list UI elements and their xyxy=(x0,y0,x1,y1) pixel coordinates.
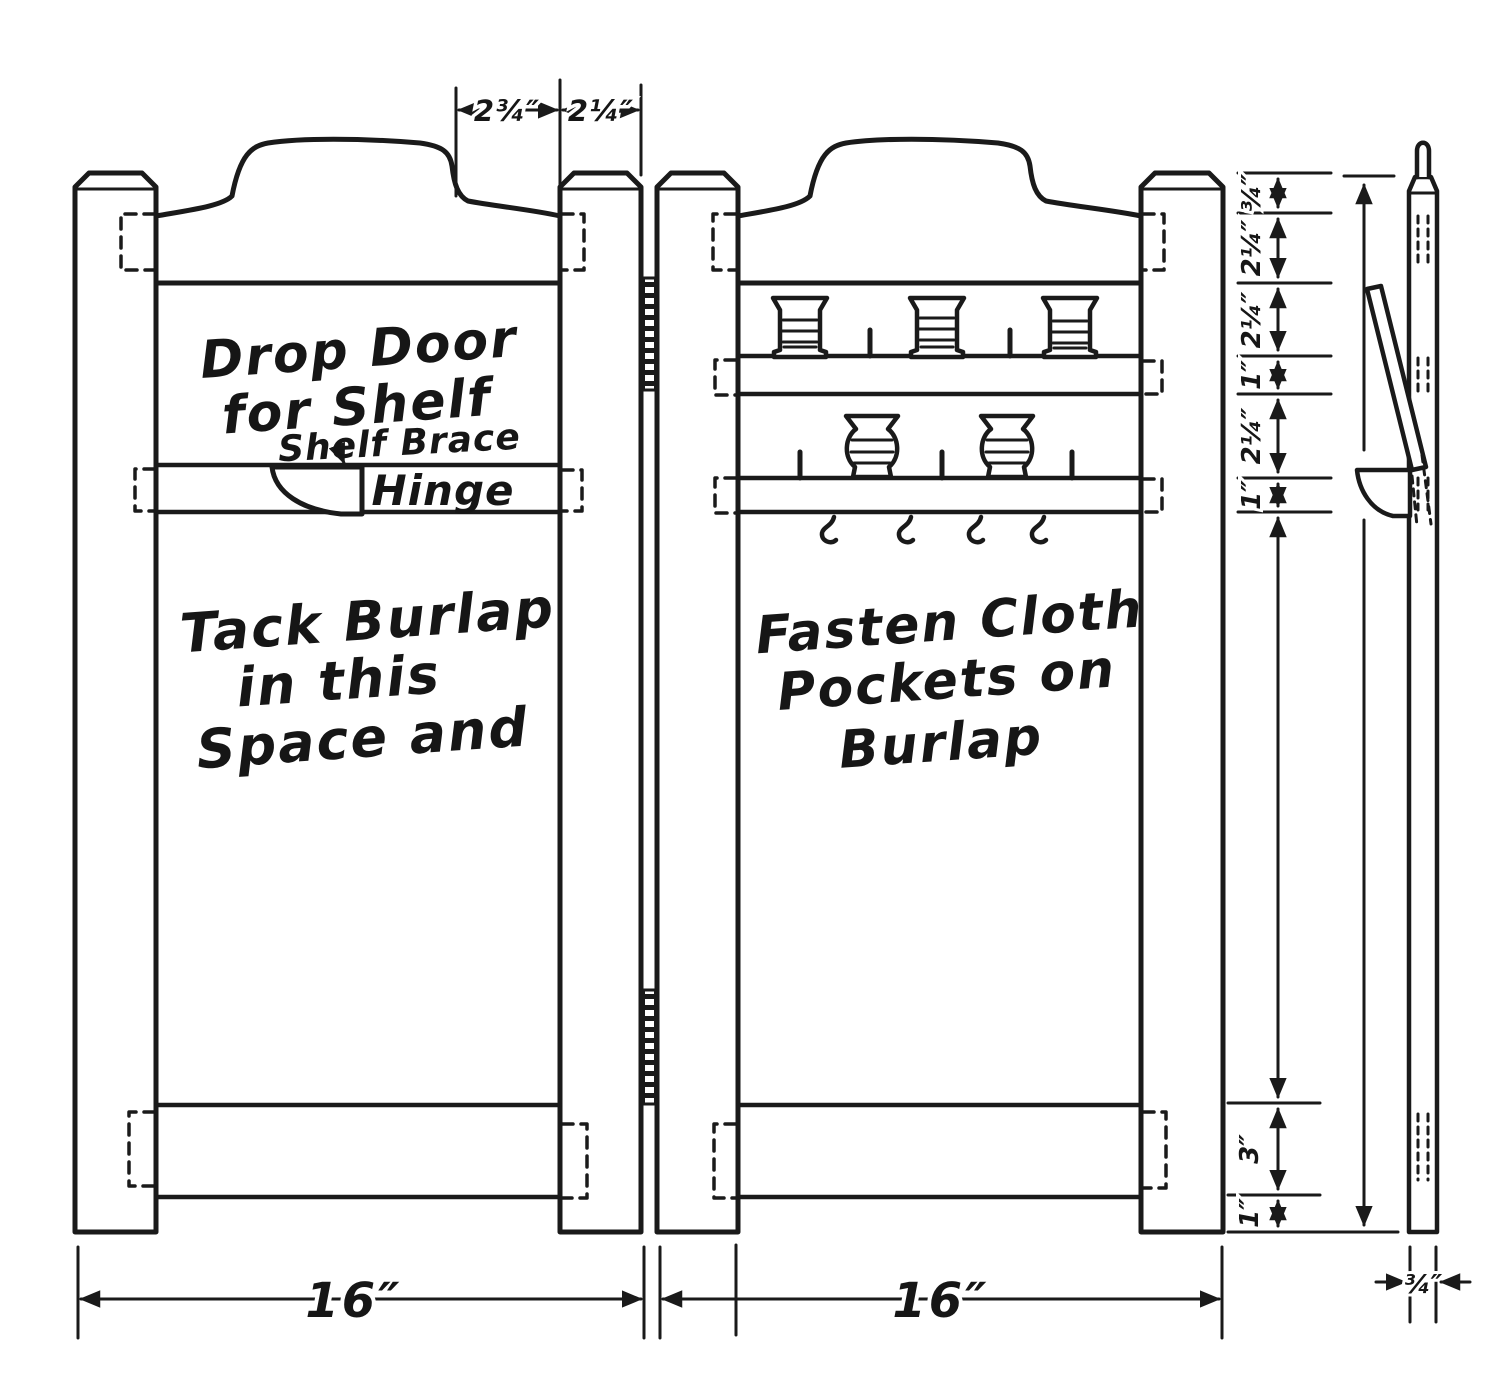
mortise-mark xyxy=(560,1122,589,1200)
mortise-mark xyxy=(119,212,157,272)
stack-dim-label: ¾″ xyxy=(1237,173,1267,212)
yarn-lines xyxy=(984,438,1030,465)
right-panel-left-stile xyxy=(654,170,741,1235)
stack-dim-label: 1″ xyxy=(1237,480,1267,510)
thread-spools xyxy=(770,295,1100,360)
mortise-mark xyxy=(560,212,586,272)
stack-dim-label: 1″ xyxy=(1237,360,1267,390)
hinge-label: Hinge xyxy=(372,466,515,515)
shelf-brace-pointer-arrow xyxy=(328,441,346,465)
thickness-dim-label: ¾″ xyxy=(1404,1270,1443,1300)
spool-thread-lines xyxy=(1050,319,1090,350)
bottom-stack-dim-label: 1″ xyxy=(1235,1198,1265,1228)
stack-dim-label: 2¼″ xyxy=(1237,219,1267,276)
burlap-label-line2: in this xyxy=(234,642,443,719)
yarn-spools xyxy=(797,413,1075,481)
left-panel-top-rail-handle xyxy=(153,136,563,286)
yarn-spool-icon xyxy=(843,413,901,480)
hinge-gap xyxy=(642,276,657,1106)
mortise-mark xyxy=(712,1122,738,1200)
hook-icon xyxy=(896,514,916,545)
yarn-spool-icon xyxy=(978,413,1036,480)
left-panel-left-stile xyxy=(72,170,159,1235)
bottom-stack-dim-label: 3″ xyxy=(1235,1134,1265,1164)
cup-hooks xyxy=(819,514,1049,545)
stack-dim-label: 2¼″ xyxy=(1237,291,1267,348)
mortise-mark xyxy=(1141,359,1164,396)
right-width-dim: 16″ xyxy=(892,1273,989,1329)
mortise-mark xyxy=(560,468,584,513)
spool-thread-lines xyxy=(780,318,820,349)
left-panel: Drop Door for Shelf Shelf Brace Hinge Ta… xyxy=(72,136,644,1235)
right-panel: Fasten Cloth Pockets on Burlap xyxy=(654,136,1226,1235)
top-dim-label-2: 2¼″ xyxy=(568,94,634,128)
mortise-mark xyxy=(1141,477,1164,514)
mortise-mark xyxy=(133,467,157,513)
hook-icon xyxy=(1029,514,1049,545)
top-dimensions: 2¾″ 2¼″ xyxy=(454,78,643,204)
yarn-lines xyxy=(849,438,895,465)
mortise-mark xyxy=(127,1110,157,1188)
mortise-mark xyxy=(713,476,738,515)
pockets-label-line3: Burlap xyxy=(837,707,1045,781)
mortise-mark xyxy=(711,212,738,272)
top-dim-label-1: 2¾″ xyxy=(474,94,540,128)
hidden-door-edge xyxy=(1410,474,1419,528)
handle-knob-profile xyxy=(1414,140,1432,180)
hook-icon xyxy=(966,514,986,545)
spool-thread-lines xyxy=(917,316,957,349)
right-dimensions: ¾″ 2¼″ 2¼″ 1″ 2¼″ 1″ 3″ 1″ xyxy=(1226,170,1400,1234)
stack-dim-label: 2¼″ xyxy=(1237,407,1267,464)
shelf-brace-front xyxy=(269,464,365,517)
right-panel-top-rail-handle xyxy=(735,136,1144,286)
mortise-mark xyxy=(713,358,738,397)
drop-door-open-profile xyxy=(1364,283,1429,473)
hidden-door-edge xyxy=(1420,453,1433,526)
mortise-mark xyxy=(1141,212,1166,272)
shelf-bracket-profile xyxy=(1354,467,1413,519)
mortise-mark xyxy=(1141,1110,1168,1190)
bottom-dimensions: 16″ 16″ ¾″ xyxy=(76,1243,1472,1340)
side-bar xyxy=(1406,174,1440,1235)
left-panel-right-stile xyxy=(557,170,644,1235)
side-view xyxy=(1354,140,1440,1235)
hook-icon xyxy=(819,514,839,545)
left-width-dim: 16″ xyxy=(305,1273,402,1329)
right-panel-right-stile xyxy=(1138,170,1226,1235)
